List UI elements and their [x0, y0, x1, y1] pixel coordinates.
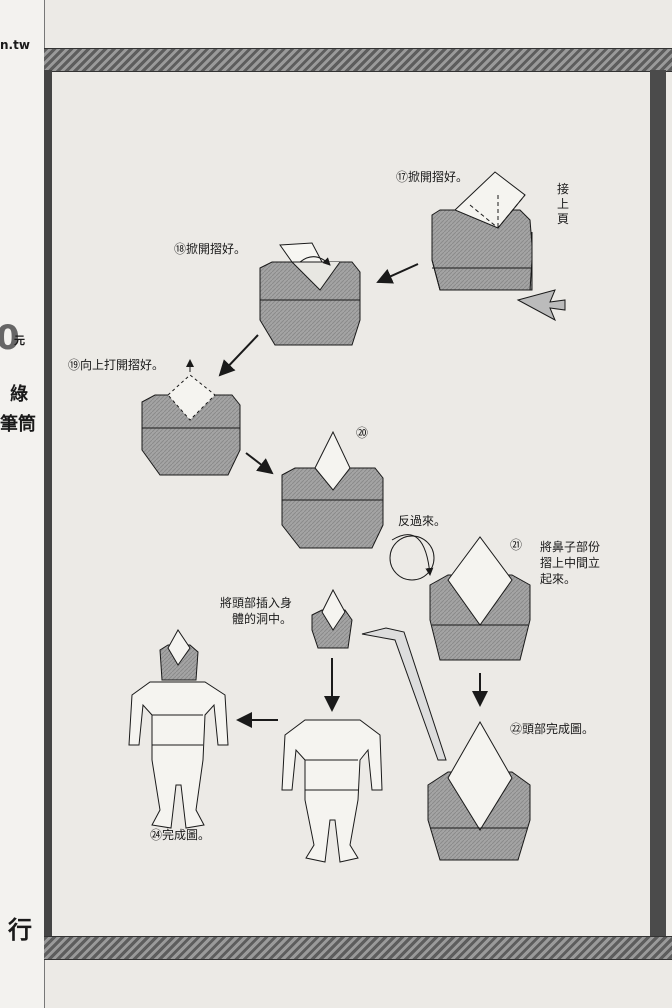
- step-23-figure: [311, 588, 353, 649]
- continue-note: 接上頁: [556, 182, 569, 226]
- step-19-figure: [141, 359, 241, 476]
- step-20-figure: [281, 430, 384, 549]
- body-figure: [281, 719, 383, 863]
- top-hatched-border: [44, 48, 672, 72]
- url-fragment: n.tw: [0, 38, 30, 52]
- price-unit: 元: [14, 334, 25, 347]
- bottom-hatched-border: [44, 936, 672, 960]
- step-23-text-1: 將頭部插入身: [220, 596, 293, 610]
- step-17-figure: [431, 171, 566, 322]
- step-24-figure: [128, 629, 229, 829]
- step-22-label: ㉒頭部完成圖。: [510, 722, 595, 736]
- left-frame-bar: [44, 70, 52, 936]
- text-fragment-2: 筆筒: [0, 414, 36, 435]
- right-frame-bar: [650, 70, 666, 936]
- step-17-label: ⑰掀開摺好。: [396, 170, 469, 184]
- step-22-figure: [427, 720, 531, 861]
- instruction-page: [44, 0, 672, 1008]
- step-18-figure: [259, 242, 361, 346]
- step-21-text-1: 將鼻子部份: [540, 540, 601, 554]
- step-20-label: ⑳: [356, 426, 369, 440]
- step-23-text-2: 體的洞中。: [232, 612, 293, 626]
- step-21-label: ㉑: [510, 538, 523, 552]
- step-21-text-2: 摺上中間立: [540, 556, 601, 570]
- step-24-label: ㉔完成圖。: [150, 828, 211, 842]
- text-fragment-1: 綠: [10, 384, 28, 405]
- step-21-text-3: 起來。: [540, 572, 577, 586]
- text-fragment-3: 行: [8, 916, 32, 944]
- step-19-label: ⑲向上打開摺好。: [68, 358, 165, 372]
- flip-over-label: 反過來。: [398, 514, 447, 528]
- step-21-figure: [429, 536, 531, 661]
- price-fragment: 0: [0, 318, 20, 358]
- step-18-label: ⑱掀開摺好。: [174, 242, 247, 256]
- adjacent-page-strip: n.tw 0 元 綠 筆筒 行: [0, 0, 45, 1008]
